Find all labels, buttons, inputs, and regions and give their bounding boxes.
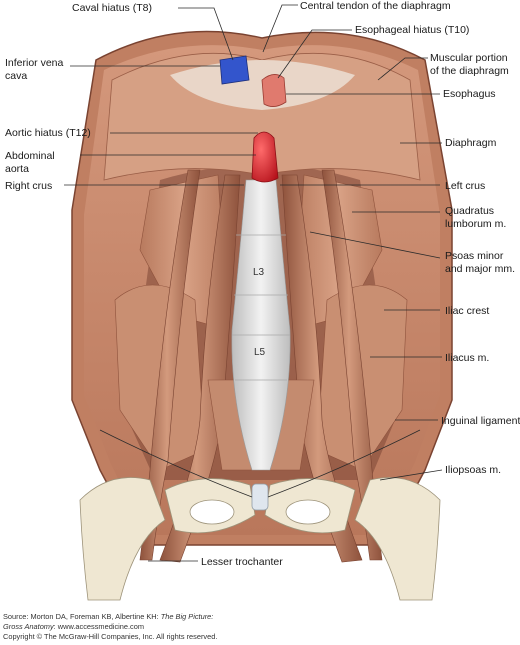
label-iliac-crest: Iliac crest bbox=[445, 305, 489, 317]
label-inferior-vena-cava-1: Inferior vena bbox=[5, 57, 64, 69]
label-esophagus: Esophagus bbox=[443, 88, 496, 100]
inguinal-ligaments bbox=[99, 429, 421, 498]
label-iliacus: Iliacus m. bbox=[445, 352, 489, 364]
vessels bbox=[219, 55, 287, 183]
vertebra-l3-label: L3 bbox=[253, 267, 265, 278]
label-lesser-trochanter: Lesser trochanter bbox=[201, 556, 283, 568]
label-central-tendon: Central tendon of the diaphragm bbox=[300, 0, 451, 12]
abdominal-aorta bbox=[251, 131, 279, 183]
label-right-crus: Right crus bbox=[5, 180, 52, 192]
vertebra-l5-label: L5 bbox=[254, 347, 266, 358]
label-psoas-1: Psoas minor bbox=[445, 250, 504, 262]
label-inferior-vena-cava-2: cava bbox=[5, 70, 27, 82]
copyright-line: Copyright © The McGraw-Hill Companies, I… bbox=[3, 632, 218, 641]
psoas-muscles bbox=[139, 169, 383, 563]
label-muscular-portion-2: of the diaphragm bbox=[430, 65, 509, 77]
source-credits: Source: Morton DA, Foreman KB, Albertine… bbox=[3, 612, 517, 642]
label-abdominal-aorta-2: aorta bbox=[5, 163, 29, 175]
vertebral-column bbox=[231, 179, 291, 471]
label-psoas-2: and major mm. bbox=[445, 263, 515, 275]
pelvic-bones bbox=[79, 477, 441, 601]
label-iliopsoas: Iliopsoas m. bbox=[445, 464, 501, 476]
leader-lines bbox=[64, 4, 443, 562]
label-esophageal-hiatus: Esophageal hiatus (T10) bbox=[355, 24, 469, 36]
labels: Caval hiatus (T8) Central tendon of the … bbox=[5, 0, 520, 568]
label-caval-hiatus: Caval hiatus (T8) bbox=[72, 2, 152, 14]
label-quadratus-1: Quadratus bbox=[445, 205, 494, 217]
source-line-2: Gross Anatomy: www.accessmedicine.com bbox=[3, 622, 145, 631]
label-diaphragm: Diaphragm bbox=[445, 137, 497, 149]
label-left-crus: Left crus bbox=[445, 180, 485, 192]
inferior-vena-cava bbox=[219, 55, 250, 85]
label-inguinal-ligament: Inguinal ligament bbox=[441, 415, 520, 427]
label-muscular-portion-1: Muscular portion bbox=[430, 52, 508, 64]
label-aortic-hiatus: Aortic hiatus (T12) bbox=[5, 127, 91, 139]
label-abdominal-aorta-1: Abdominal bbox=[5, 150, 55, 162]
esophagus bbox=[261, 74, 287, 107]
label-quadratus-2: lumborum m. bbox=[445, 218, 506, 230]
source-line-1: Source: Morton DA, Foreman KB, Albertine… bbox=[3, 612, 214, 621]
